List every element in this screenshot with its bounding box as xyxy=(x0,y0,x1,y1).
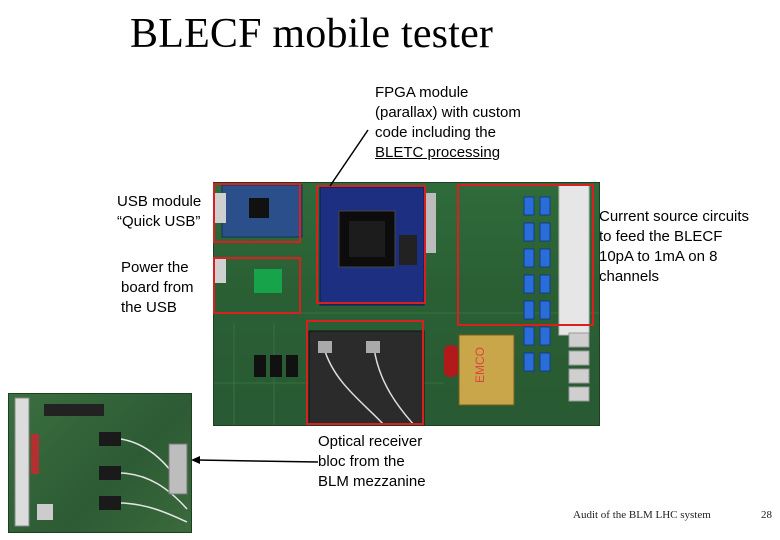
fpga-callout-line: FPGA module xyxy=(375,84,469,101)
optical-pointer-line xyxy=(196,459,319,463)
optical-pointer-arrow-icon xyxy=(191,456,200,464)
power-callout: Power the board from the USB xyxy=(121,258,194,318)
power-highlight xyxy=(213,257,301,314)
fpga-callout-line: code including the xyxy=(375,124,496,141)
optical-callout-line: bloc from the xyxy=(318,453,405,470)
usb-callout-line: USB module xyxy=(117,193,202,210)
current-callout-line: to feed the BLECF xyxy=(599,228,723,245)
current-callout-line: Current source circuits xyxy=(599,208,750,225)
current-source-highlight xyxy=(457,184,594,326)
main-pcb-drawing: EMCO xyxy=(214,184,599,425)
mezzanine-pcb-drawing xyxy=(14,397,188,527)
optical-callout-line: Optical receiver xyxy=(318,433,423,450)
usb-callout-line: “Quick USB” xyxy=(117,213,201,230)
fpga-callout: FPGA module (parallax) with custom code … xyxy=(375,83,521,163)
power-callout-line: Power the xyxy=(121,259,189,276)
fpga-callout-line: (parallax) with custom xyxy=(375,104,521,121)
optical-callout: Optical receiver bloc from the BLM mezza… xyxy=(318,432,426,492)
emco-label: EMCO xyxy=(473,347,487,383)
power-callout-line: the USB xyxy=(121,299,177,316)
fpga-module-highlight xyxy=(316,185,426,304)
fpga-pointer-line xyxy=(329,129,369,187)
current-callout-line: channels xyxy=(599,268,660,285)
power-callout-line: board from xyxy=(121,279,194,296)
main-pcb-photo: EMCO xyxy=(213,182,600,426)
footer-caption: Audit of the BLM LHC system xyxy=(573,509,711,521)
optical-callout-line: BLM mezzanine xyxy=(318,473,426,490)
slide-title: BLECF mobile tester xyxy=(130,11,494,57)
current-callout-line: 10pA to 1mA on 8 xyxy=(599,248,718,265)
usb-module-highlight xyxy=(213,183,301,243)
usb-callout: USB module “Quick USB” xyxy=(117,192,201,232)
fpga-callout-line: BLETC processing xyxy=(375,144,501,161)
page-number: 28 xyxy=(761,509,772,521)
current-source-callout: Current source circuits to feed the BLEC… xyxy=(599,207,749,287)
mezzanine-pcb-photo xyxy=(8,393,192,533)
optical-receiver-highlight xyxy=(306,320,424,425)
